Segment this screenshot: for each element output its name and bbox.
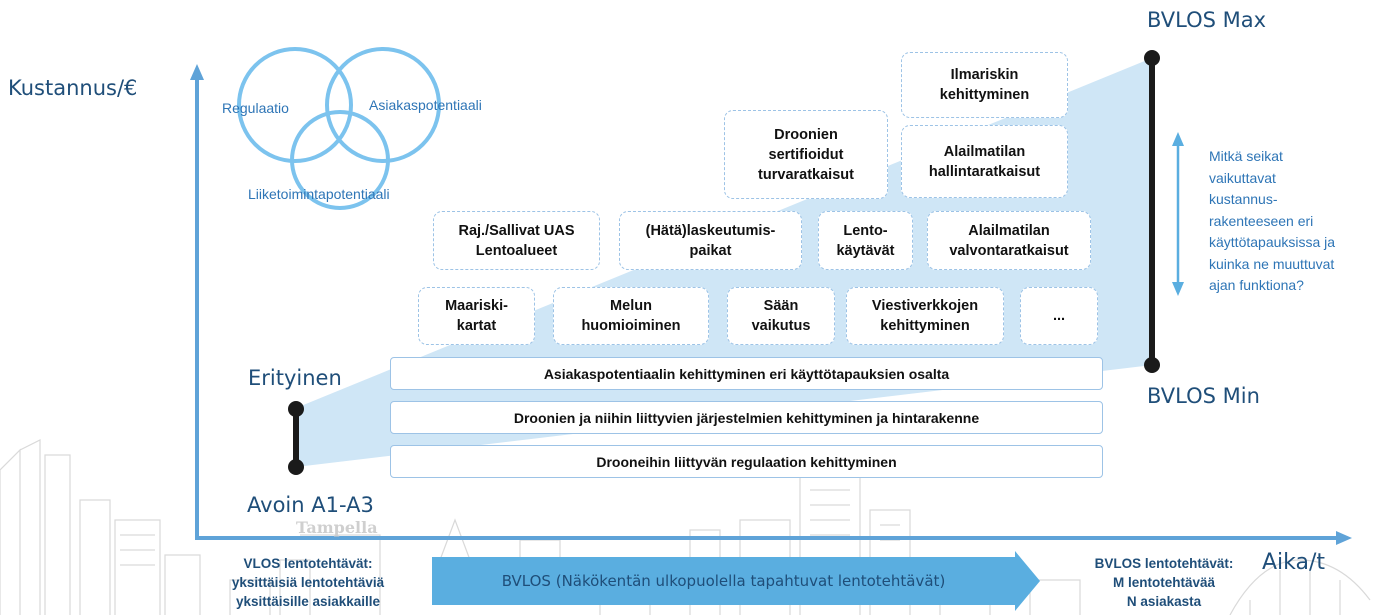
venn-diagram: [237, 47, 441, 210]
bar-regulaation: Drooneihin liittyvän regulaation kehitty…: [390, 445, 1103, 478]
bvlos-max-dot: [1144, 50, 1160, 66]
box-melun: Melun huomioiminen: [553, 287, 709, 345]
venn-circle-regulaatio: [237, 47, 353, 163]
question-text: Mitkä seikat vaikuttavat kustannus- rake…: [1209, 148, 1336, 293]
box-droonien-sertifioidut: Droonien sertifioidut turvaratkaisut: [724, 110, 888, 199]
box-lentokaytavat: Lento- käytävät: [818, 211, 913, 270]
y-axis-arrowhead: [190, 64, 204, 80]
bvlos-min-dot: [1144, 357, 1160, 373]
question-arrow-up: [1172, 132, 1184, 146]
box-ellipsis: ...: [1020, 287, 1098, 345]
bvlos-arrow-shape: [432, 551, 1040, 611]
box-saan: Sään vaikutus: [727, 287, 835, 345]
box-alailmatilan-valvonta: Alailmatilan valvontaratkaisut: [927, 211, 1091, 270]
y-axis-label: Kustannus/€: [8, 76, 138, 100]
bvlos-text: BVLOS lentotehtävät: M lentotehtävää N a…: [1094, 556, 1234, 609]
box-maariski: Maariski- kartat: [418, 287, 535, 345]
erityinen-dot: [288, 401, 304, 417]
erityinen-label: Erityinen: [248, 366, 342, 390]
box-viestiverkkojen: Viestiverkkojen kehittyminen: [846, 287, 1004, 345]
tampella-watermark: Tampella: [296, 518, 378, 537]
venn-label-regulaatio: Regulaatio: [222, 100, 289, 116]
x-axis-arrowhead: [1336, 531, 1352, 545]
x-axis-label: Aika/t: [1262, 550, 1326, 575]
bvlos-max-label: BVLOS Max: [1147, 8, 1267, 32]
bar-droonien: Droonien ja niihin liittyvien järjestelm…: [390, 401, 1103, 434]
bvlos-min-label: BVLOS Min: [1147, 384, 1260, 408]
venn-circle-liiketoiminta: [290, 110, 390, 210]
venn-label-asiakaspotentiaali: Asiakaspotentiaali: [369, 97, 482, 113]
avoin-label: Avoin A1-A3: [247, 493, 374, 517]
venn-circle-asiakaspotentiaali: [325, 47, 441, 163]
venn-label-liiketoimintapotentiaali: Liiketoimintapotentiaali: [248, 186, 390, 202]
avoin-dot: [288, 459, 304, 475]
question-arrow-down: [1172, 282, 1184, 296]
box-alailmatilan-hallinta: Alailmatilan hallintaratkaisut: [901, 125, 1068, 198]
bvlos-arrow-label: BVLOS (Näkökentän ulkopuolella tapahtuva…: [501, 572, 946, 590]
vlos-text: VLOS lentotehtävät: yksittäisiä lentoteh…: [231, 556, 385, 609]
bar-asiakaspotentiaalin: Asiakaspotentiaalin kehittyminen eri käy…: [390, 357, 1103, 390]
box-hata-laskeutumis: (Hätä)laskeutumis- paikat: [619, 211, 802, 270]
box-ilmariskin: Ilmariskin kehittyminen: [901, 52, 1068, 118]
box-raj-sallivat: Raj./Sallivat UAS Lentoalueet: [433, 211, 600, 270]
